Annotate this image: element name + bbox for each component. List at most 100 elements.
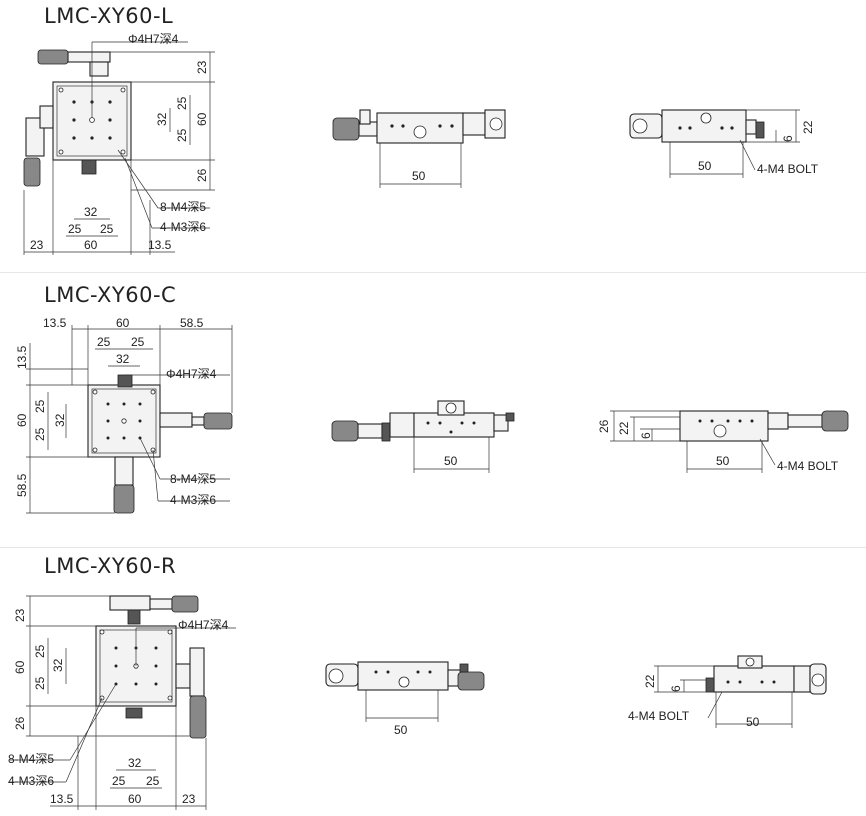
dim-label: 25 xyxy=(33,644,47,658)
dim-label: 60 xyxy=(116,316,130,330)
part-outline xyxy=(459,663,469,673)
hole-mark xyxy=(138,402,142,406)
micrometer-knob xyxy=(37,49,69,65)
hole-mark xyxy=(730,126,734,130)
hole-mark xyxy=(114,664,118,668)
hole-mark xyxy=(150,389,156,395)
end-view xyxy=(654,655,827,728)
dimension-line xyxy=(69,683,117,761)
callout-label: 4-M3深6 xyxy=(170,493,216,507)
part-outline xyxy=(359,109,371,125)
hole-mark xyxy=(398,676,410,688)
section-lmc-xy60-c: LMC-XY60-C xyxy=(0,273,866,547)
hole-mark xyxy=(700,112,712,124)
drawing-lmc-xy60-l: Φ4H7深4 23 25 60 32 25 26 32 25 25 23 60 … xyxy=(23,32,819,255)
hole-mark xyxy=(745,657,755,667)
dim-label: 23 xyxy=(30,238,44,252)
dim-label: 25 xyxy=(146,774,160,788)
section-lmc-xy60-l: LMC-XY60-L xyxy=(0,0,866,272)
dim-label: 60 xyxy=(128,792,142,806)
part-outline xyxy=(91,388,157,454)
dimension-line xyxy=(759,438,776,466)
dim-label: 25 xyxy=(175,128,189,142)
dim-label: 26 xyxy=(597,419,611,433)
hole-mark xyxy=(108,136,112,140)
part-outline xyxy=(127,609,141,625)
dim-label: 13.5 xyxy=(15,345,29,369)
hole-mark xyxy=(698,419,702,423)
hole-mark xyxy=(632,118,648,134)
drawing-lmc-xy60-r: Φ4H7深4 23 25 60 32 25 26 32 25 25 13.5 6… xyxy=(8,595,827,810)
hole-mark xyxy=(134,682,138,686)
part-outline xyxy=(787,414,823,428)
hole-mark xyxy=(106,402,110,406)
part-outline xyxy=(149,598,173,610)
hole-mark xyxy=(428,670,432,674)
dimension-line xyxy=(152,449,159,502)
micrometer-knob xyxy=(821,410,849,432)
part-outline xyxy=(493,414,509,432)
hole-mark xyxy=(106,419,110,423)
dim-label: 60 xyxy=(13,660,27,674)
dim-label: 23 xyxy=(182,792,196,806)
hole-mark xyxy=(106,436,110,440)
dim-label: 50 xyxy=(412,169,426,183)
dim-label: 50 xyxy=(698,159,712,173)
callout-label: 4-M4 BOLT xyxy=(628,709,690,723)
hole-mark xyxy=(99,629,105,635)
micrometer-knob xyxy=(332,117,360,141)
end-view xyxy=(629,109,800,178)
dim-label: 25 xyxy=(112,774,126,788)
side-view xyxy=(332,109,506,188)
dim-label: 50 xyxy=(716,454,730,468)
section-title: LMC-XY60-R xyxy=(44,554,177,578)
hole-mark xyxy=(720,126,724,130)
section-divider xyxy=(0,272,866,273)
side-view xyxy=(331,400,515,473)
hole-mark xyxy=(416,670,420,674)
dim-label: 50 xyxy=(746,715,760,729)
dim-label: 25 xyxy=(97,335,111,349)
hole-mark xyxy=(138,419,142,423)
callout-label: 4-M4 BOLT xyxy=(777,459,839,473)
part-outline xyxy=(125,707,143,719)
dim-label: 25 xyxy=(100,222,114,236)
part-outline xyxy=(189,647,205,697)
hole-mark xyxy=(120,149,126,155)
dim-label: 25 xyxy=(131,335,145,349)
hole-mark xyxy=(449,430,453,434)
dim-label: 13.5 xyxy=(148,238,172,252)
part-outline xyxy=(114,456,134,486)
callout-label: 4-M3深6 xyxy=(8,774,54,788)
dim-label: 25 xyxy=(33,676,47,690)
dim-label: 50 xyxy=(394,723,408,737)
hole-mark xyxy=(92,447,98,453)
mount-holes xyxy=(92,389,156,453)
hole-mark xyxy=(713,424,727,438)
hole-mark xyxy=(738,680,742,684)
hole-mark xyxy=(710,419,714,423)
dim-label: 32 xyxy=(155,112,169,126)
hole-mark xyxy=(401,124,405,128)
dim-label: 60 xyxy=(195,112,209,126)
hole-mark xyxy=(426,421,430,425)
dim-label: 23 xyxy=(195,60,209,74)
micrometer-knob-left xyxy=(23,157,41,187)
dim-label: 6 xyxy=(639,432,653,439)
top-view xyxy=(23,41,215,255)
dimension-line xyxy=(707,691,723,719)
hole-mark xyxy=(58,87,64,93)
hole-mark xyxy=(413,125,427,139)
hole-mark xyxy=(92,389,98,395)
part-outline xyxy=(679,410,769,442)
part-outline xyxy=(389,412,415,438)
part-outline xyxy=(109,595,151,611)
micrometer-barrel xyxy=(67,51,111,63)
hole-mark xyxy=(772,680,776,684)
callout-label: 8-M4深5 xyxy=(160,200,206,214)
micrometer-knob-bottom xyxy=(113,484,135,514)
callout-label: 4-M4 BOLT xyxy=(757,162,819,176)
hole-mark xyxy=(154,682,158,686)
micrometer-knob-right xyxy=(189,695,207,739)
hole-mark xyxy=(726,419,730,423)
